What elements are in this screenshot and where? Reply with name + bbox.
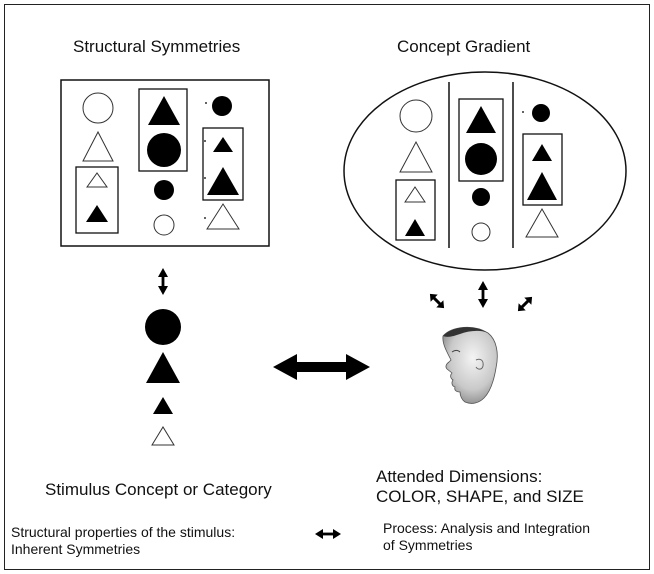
cg-large-black-triangle (466, 106, 496, 133)
concept-gradient-ellipse (343, 71, 627, 271)
cg-group-box-right (522, 133, 563, 206)
stimulus-concept-caption: Stimulus Concept or Category (45, 480, 272, 499)
process-line1: Process: Analysis and Integration (383, 520, 591, 536)
cg-small-black-circle-2 (532, 104, 550, 122)
diag-arrow-left (429, 293, 445, 309)
small-black-triangle-2 (213, 137, 233, 152)
cg-small-white-triangle (404, 186, 426, 203)
left-vertical-arrow (158, 268, 168, 295)
stimulus-small-white-triangle (151, 426, 175, 446)
human-head-profile-icon (442, 326, 498, 404)
large-black-triangle-2 (207, 167, 239, 195)
small-black-triangle (86, 205, 108, 222)
cg-small-white-circle (471, 222, 491, 242)
small-black-circle-2 (212, 96, 232, 116)
group-box-small-triangles (75, 166, 119, 234)
figure-frame (4, 4, 650, 570)
main-double-arrow (273, 354, 370, 380)
large-black-triangle (148, 96, 180, 125)
group-box-black-triangles (202, 127, 244, 201)
attention-arrows (429, 281, 533, 312)
small-black-circle (154, 180, 174, 200)
cg-large-white-circle (399, 99, 433, 133)
diag-arrow-right (517, 296, 533, 312)
cg-large-white-triangle (399, 140, 433, 173)
legend-double-arrow (315, 529, 341, 539)
structural-symmetries-box (60, 79, 270, 247)
cg-small-black-triangle (405, 219, 425, 236)
cg-small-black-circle (472, 188, 490, 206)
attended-dimensions-line2: COLOR, SHAPE, and SIZE (376, 487, 584, 506)
cg-group-box-middle (458, 98, 504, 182)
concept-gradient-heading: Concept Gradient (397, 37, 531, 56)
vertical-arrow-center (478, 281, 488, 308)
large-white-circle (82, 92, 114, 124)
large-white-triangle (82, 130, 114, 162)
cg-large-black-triangle-2 (527, 172, 557, 200)
process-line2: of Symmetries (383, 537, 473, 553)
structural-symmetries-heading: Structural Symmetries (73, 37, 241, 56)
cg-group-box-left (395, 179, 436, 241)
group-box-large-black (138, 88, 188, 172)
stimulus-concept-column (145, 309, 181, 446)
stimulus-small-black-triangle (153, 397, 173, 414)
attended-dimensions-line1: Attended Dimensions: (376, 467, 543, 486)
stimulus-large-black-circle (145, 309, 181, 345)
large-black-circle (147, 133, 181, 167)
small-white-circle (153, 214, 175, 236)
small-white-triangle (86, 172, 108, 188)
large-white-triangle-2 (206, 203, 240, 230)
structural-properties-line2: Inherent Symmetries (11, 541, 141, 557)
cg-small-black-triangle-2 (532, 144, 552, 161)
cg-large-white-triangle-2 (525, 207, 559, 238)
stimulus-large-black-triangle (146, 352, 180, 383)
cg-large-black-circle (465, 143, 497, 175)
structural-properties-line1: Structural properties of the stimulus: (11, 524, 236, 540)
